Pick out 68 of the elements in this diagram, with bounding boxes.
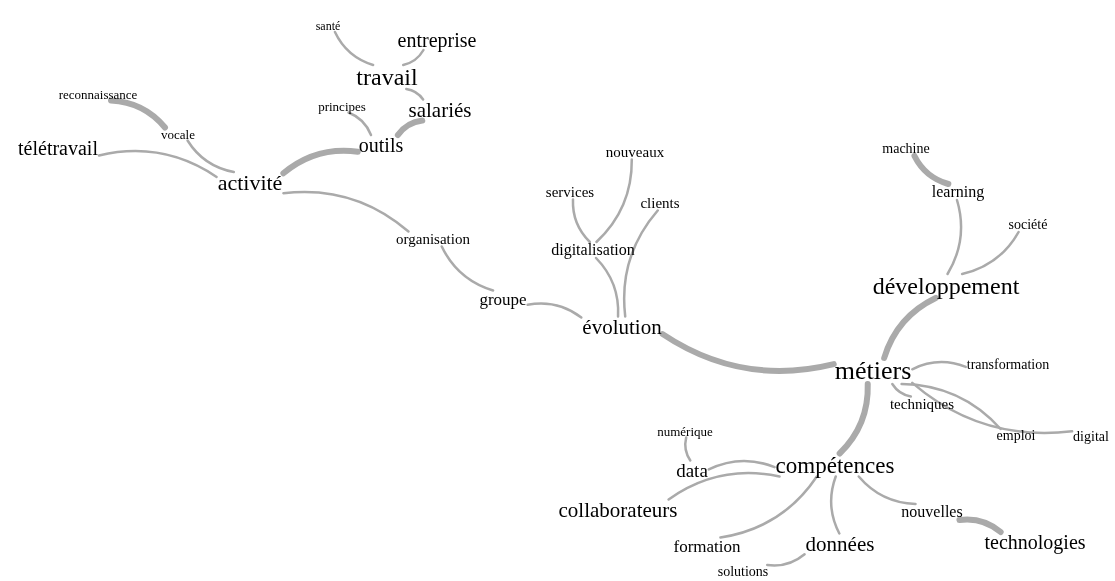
word-label: nouveaux bbox=[604, 144, 666, 160]
connector-curve bbox=[956, 516, 1004, 535]
connector-curve bbox=[97, 149, 218, 179]
connector-curve bbox=[891, 382, 913, 398]
word-label: collaborateurs bbox=[557, 499, 679, 521]
word-label: entreprise bbox=[396, 30, 478, 50]
word-label: développement bbox=[871, 274, 1021, 298]
word-label: solutions bbox=[716, 565, 770, 579]
connector-curve bbox=[622, 209, 659, 318]
connector-curve bbox=[526, 302, 583, 319]
word-label: learning bbox=[930, 184, 986, 200]
connector-curve bbox=[911, 153, 952, 187]
connector-curve bbox=[836, 381, 871, 457]
connector-curve bbox=[594, 256, 620, 318]
word-label: clients bbox=[639, 195, 681, 211]
connector-curve bbox=[960, 230, 1020, 276]
connector-curve bbox=[347, 111, 373, 137]
connector-curve bbox=[394, 117, 426, 138]
connector-curve bbox=[900, 382, 1002, 431]
connector-curve bbox=[401, 48, 425, 67]
connector-curve bbox=[282, 190, 410, 233]
word-label: vocale bbox=[160, 127, 196, 141]
word-label: numérique bbox=[656, 424, 714, 438]
word-label: nouvelles bbox=[900, 504, 964, 520]
connector-curve bbox=[911, 360, 968, 371]
connector-curve bbox=[595, 158, 634, 244]
connector-curve bbox=[440, 245, 495, 292]
connector-curve bbox=[684, 436, 692, 462]
word-label: société bbox=[1007, 218, 1049, 232]
word-label: digital bbox=[1072, 430, 1110, 444]
word-label: data bbox=[675, 460, 709, 480]
connector-curve bbox=[571, 198, 592, 244]
connector-curve bbox=[881, 295, 939, 361]
connector-curve bbox=[911, 381, 1074, 435]
connector-curve bbox=[719, 475, 819, 539]
connector-curve bbox=[707, 459, 776, 471]
word-label: activité bbox=[216, 172, 284, 194]
word-label: digitalisation bbox=[550, 242, 636, 258]
word-label: services bbox=[544, 184, 596, 200]
word-label: organisation bbox=[395, 231, 471, 247]
word-label: salariés bbox=[407, 99, 473, 121]
word-label: métiers bbox=[833, 358, 913, 384]
connector-curve bbox=[333, 30, 375, 67]
word-label: travail bbox=[355, 65, 419, 89]
word-label: transformation bbox=[965, 358, 1051, 372]
connector-curve bbox=[280, 147, 361, 177]
connector-curve bbox=[186, 139, 236, 174]
word-label: évolution bbox=[581, 316, 663, 338]
word-label: groupe bbox=[478, 290, 528, 308]
connector-curve bbox=[946, 198, 963, 276]
connector-curve bbox=[405, 87, 425, 101]
word-label: techniques bbox=[888, 396, 956, 412]
word-label: formation bbox=[672, 537, 742, 555]
word-label: télétravail bbox=[17, 138, 99, 158]
connector-curve bbox=[829, 475, 841, 535]
connector-curve bbox=[667, 471, 781, 501]
word-label: emploi bbox=[995, 429, 1037, 443]
word-label: outils bbox=[357, 135, 405, 155]
word-label: santé bbox=[314, 20, 342, 32]
word-label: compétences bbox=[774, 453, 896, 477]
connector-curve bbox=[659, 331, 837, 374]
connector-curve bbox=[766, 552, 806, 567]
word-label: données bbox=[804, 533, 876, 555]
word-label: machine bbox=[881, 142, 931, 156]
word-label: reconnaissance bbox=[57, 87, 139, 101]
word-label: principes bbox=[317, 99, 367, 113]
word-label: technologies bbox=[983, 532, 1087, 552]
connector-curve bbox=[857, 475, 917, 506]
